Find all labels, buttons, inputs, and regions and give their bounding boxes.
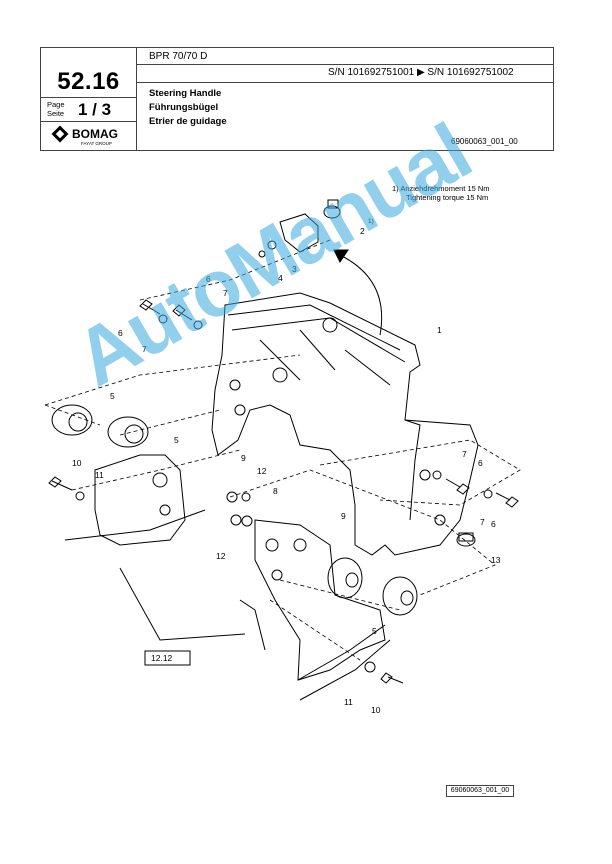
callout-label: 10 <box>72 458 82 468</box>
title-fr: Etrier de guidage <box>149 116 227 127</box>
callout-label: 6 <box>206 274 211 284</box>
svg-text:BOMAG: BOMAG <box>72 127 118 141</box>
callout-label: 5 <box>110 391 115 401</box>
callout-label: 6 <box>118 328 123 338</box>
callout-label: 5 <box>174 435 179 445</box>
callout-label: 11 <box>95 470 104 480</box>
page-number: 1 / 3 <box>78 100 112 119</box>
footer-drawing-id: 69060063_001_00 <box>446 785 514 797</box>
callout-label: 1 <box>437 325 442 335</box>
callout-label: 2 <box>360 226 365 236</box>
callout-label: 8 <box>273 486 278 496</box>
drawing-id: 69060063_001_00 <box>451 137 518 146</box>
divider <box>41 97 136 98</box>
callout-label: 3 <box>292 264 297 274</box>
callout-label: 6 <box>491 519 496 529</box>
callout-label: 13 <box>491 555 501 565</box>
bomag-logo: BOMAG FAYAT GROUP <box>51 125 131 147</box>
callout-label: 7 <box>142 344 147 354</box>
callout-label: 9 <box>241 453 246 463</box>
divider <box>136 82 554 83</box>
svg-text:FAYAT GROUP: FAYAT GROUP <box>81 141 112 146</box>
title-en: Steering Handle <box>149 88 222 99</box>
divider <box>136 64 554 65</box>
section-number: 52.16 <box>57 68 120 95</box>
callout-label: 11 <box>344 697 353 707</box>
divider <box>136 48 137 150</box>
torque-note: 1) Anziehdrehmoment 15 Nm Tightening tor… <box>392 184 490 202</box>
callout-label: 10 <box>371 705 381 715</box>
callout-label: 4 <box>278 273 283 283</box>
callout-label: 12 <box>257 466 267 476</box>
callout-label: 1) <box>368 218 374 225</box>
model-name: BPR 70/70 D <box>149 51 208 62</box>
callout-label: 12.12 <box>151 653 173 663</box>
callout-label: 5 <box>372 626 377 636</box>
callout-label: 6 <box>478 458 483 468</box>
serial-range: S/N 101692751001 ▶ S/N 101692751002 <box>328 67 514 78</box>
callout-label: 9 <box>341 511 346 521</box>
callout-label: 7 <box>462 449 467 459</box>
title-de: Führungsbügel <box>149 102 219 113</box>
divider <box>41 121 136 122</box>
callout-label: 7 <box>480 517 485 527</box>
callout-label: 12 <box>216 551 226 561</box>
callout-label: 7 <box>223 288 228 298</box>
